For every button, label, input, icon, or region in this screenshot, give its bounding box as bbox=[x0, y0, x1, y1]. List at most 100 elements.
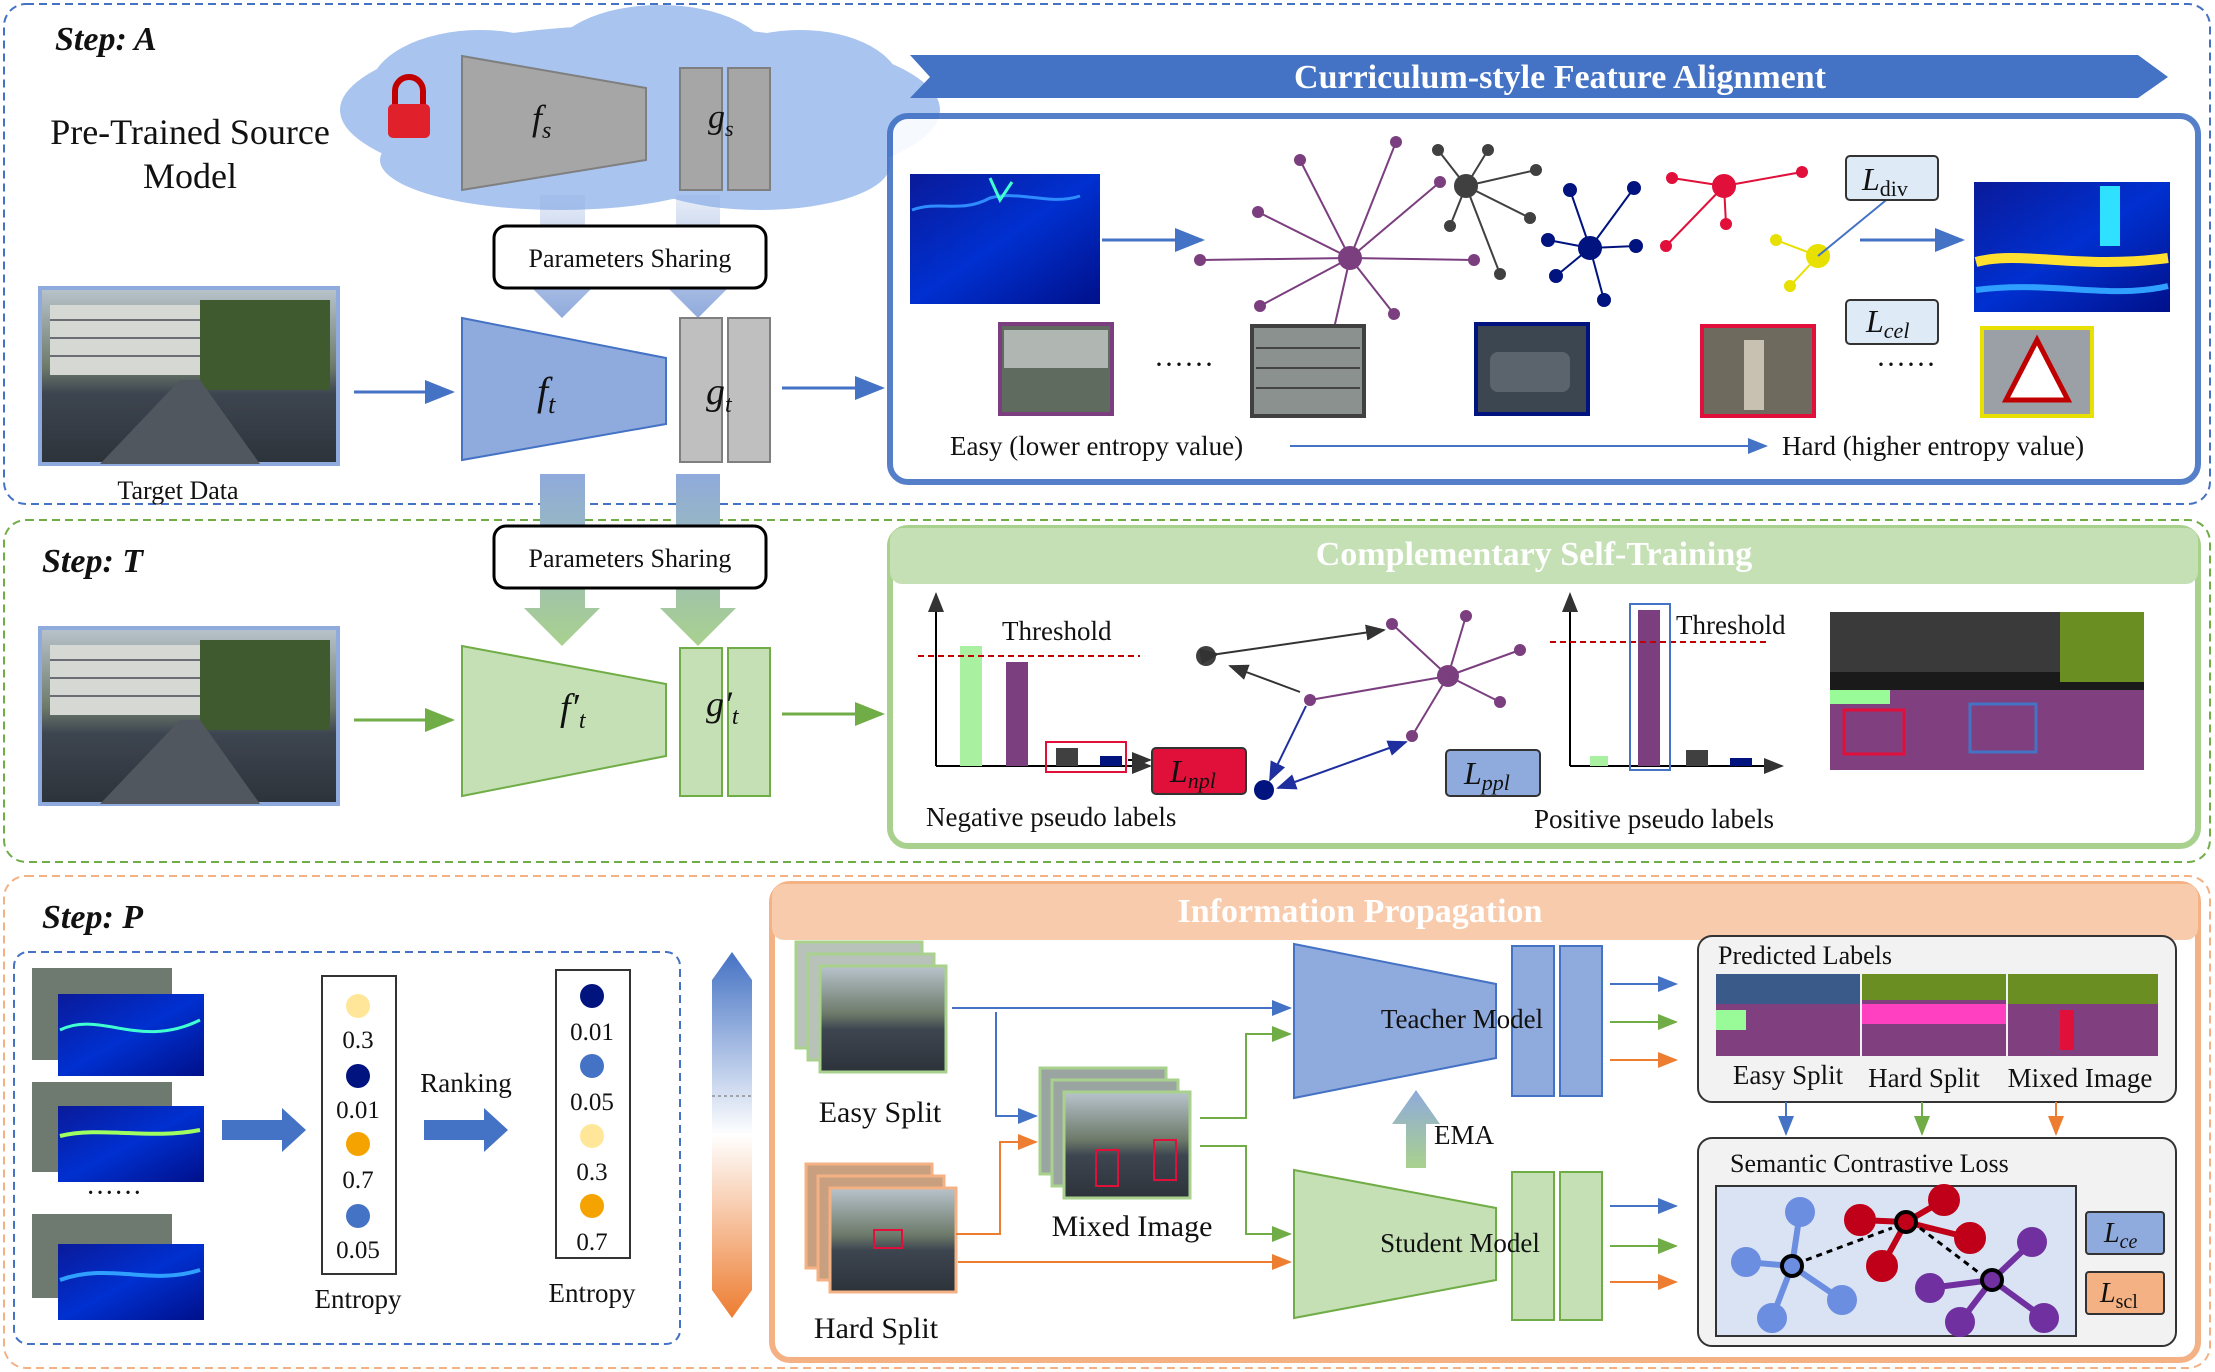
ip-banner bbox=[772, 884, 2198, 940]
target-encoder-ft bbox=[461, 316, 667, 462]
l-cel-label: Lcel bbox=[1865, 303, 1909, 343]
target-head-gt-prime-a bbox=[679, 647, 723, 797]
mixed-image-stack bbox=[1038, 1066, 1192, 1200]
threshold-label-pos: Threshold bbox=[1676, 610, 1786, 640]
dot-before-3 bbox=[346, 1132, 370, 1156]
l-ppl-label: Lppl bbox=[1463, 755, 1510, 795]
pred-mixed-label: Mixed Image bbox=[2008, 1063, 2153, 1093]
negative-histogram bbox=[918, 592, 1152, 774]
dot-after-4 bbox=[580, 1194, 604, 1218]
step-p-frame bbox=[3, 875, 2211, 1369]
ft-prime-label: f′t bbox=[560, 687, 587, 734]
student-label: Student Model bbox=[1380, 1228, 1540, 1258]
thumb-1 bbox=[998, 322, 1114, 416]
step-t-frame bbox=[3, 519, 2211, 863]
hard-split-label: Hard Split bbox=[814, 1312, 939, 1345]
easy-split-label: Easy Split bbox=[819, 1096, 942, 1129]
step-a-label: Step: A bbox=[55, 21, 157, 58]
target-data-label: Target Data bbox=[117, 476, 239, 505]
target-encoder-ft-prime bbox=[461, 644, 667, 798]
thumb-3 bbox=[1474, 322, 1590, 416]
student-head-b bbox=[1559, 1171, 1603, 1321]
teacher-label: Teacher Model bbox=[1381, 1004, 1543, 1034]
arrow-mixed-to-teacher bbox=[1200, 1026, 1292, 1119]
l-scl-label: Lscl bbox=[2099, 1278, 2138, 1313]
easy-split-stack bbox=[794, 940, 948, 1074]
entropy-list-before bbox=[321, 975, 397, 1275]
entropy-stack-3 bbox=[32, 1214, 204, 1320]
l-cel-box bbox=[1845, 299, 1939, 345]
gradient-bar bbox=[712, 952, 752, 1318]
val-after-4: 0.7 bbox=[576, 1229, 607, 1256]
val-after-2: 0.05 bbox=[570, 1089, 614, 1116]
entropy-stack-2 bbox=[32, 1082, 204, 1182]
source-head-gs-b bbox=[727, 67, 771, 191]
step-t-label: Step: T bbox=[42, 543, 144, 580]
arrow-ranking bbox=[424, 1108, 508, 1152]
positive-histogram bbox=[1550, 592, 1784, 774]
dot-after-1 bbox=[580, 984, 604, 1008]
params-sharing-box-a bbox=[492, 224, 768, 290]
thumb-5 bbox=[1980, 326, 2094, 418]
dot-before-4 bbox=[346, 1204, 370, 1228]
thumb-4 bbox=[1700, 324, 1816, 418]
entropy-label-after: Entropy bbox=[549, 1278, 636, 1308]
cst-banner bbox=[890, 528, 2198, 584]
threshold-label-neg: Threshold bbox=[1002, 616, 1112, 646]
dot-before-2 bbox=[346, 1064, 370, 1088]
easy-label: Easy (lower entropy value) bbox=[950, 431, 1243, 461]
entropy-label-before: Entropy bbox=[315, 1284, 402, 1314]
dots-p: ······ bbox=[86, 1178, 142, 1209]
val-before-3: 0.7 bbox=[342, 1167, 373, 1194]
entropy-map-hard bbox=[1974, 182, 2170, 312]
source-head-gs-a bbox=[679, 67, 723, 191]
student-head-a bbox=[1511, 1171, 1555, 1321]
student-encoder bbox=[1293, 1168, 1497, 1320]
pred-hard-label: Hard Split bbox=[1868, 1063, 1980, 1093]
ema-arrow bbox=[1392, 1090, 1440, 1168]
positive-label: Positive pseudo labels bbox=[1534, 804, 1774, 834]
predicted-labels-title: Predicted Labels bbox=[1718, 941, 1892, 970]
val-before-2: 0.01 bbox=[336, 1097, 380, 1124]
cfa-banner-title: Curriculum-style Feature Alignment bbox=[1294, 59, 1827, 96]
graph-navy bbox=[1541, 181, 1643, 307]
dot-after-3 bbox=[580, 1124, 604, 1148]
entropy-stack-1 bbox=[32, 968, 204, 1076]
ranking-label: Ranking bbox=[420, 1068, 512, 1098]
params-sharing-label-t: Parameters Sharing bbox=[529, 544, 732, 573]
gt-label: gt bbox=[706, 371, 733, 418]
l-npl-box bbox=[1151, 747, 1247, 795]
target-image-a bbox=[38, 286, 340, 466]
l-ppl-box bbox=[1445, 749, 1541, 797]
pred-hard-thumb bbox=[1862, 974, 2006, 1056]
dot-after-2 bbox=[580, 1054, 604, 1078]
cst-banner-title: Complementary Self-Training bbox=[1316, 536, 1753, 573]
graph-red bbox=[1660, 166, 1808, 252]
arrow-to-entropy bbox=[222, 1108, 306, 1152]
hard-label: Hard (higher entropy value) bbox=[1782, 431, 2084, 461]
pred-easy-label: Easy Split bbox=[1733, 1060, 1844, 1090]
semantic-loss-title: Semantic Contrastive Loss bbox=[1730, 1149, 2009, 1178]
val-before-1: 0.3 bbox=[342, 1027, 373, 1054]
teacher-encoder bbox=[1293, 942, 1497, 1100]
source-encoder-fs bbox=[461, 54, 647, 192]
dots-a1: ······ bbox=[1154, 348, 1214, 381]
step-p-label: Step: P bbox=[42, 899, 143, 936]
segmentation-map bbox=[1830, 612, 2144, 770]
mixed-image-label: Mixed Image bbox=[1052, 1210, 1213, 1243]
arrow-hard-to-mixed bbox=[956, 1134, 1038, 1235]
source-model-label-line2: Model bbox=[143, 156, 237, 196]
params-sharing-box-t bbox=[492, 524, 768, 590]
params-sharing-label-a: Parameters Sharing bbox=[529, 244, 732, 273]
pred-mixed-thumb bbox=[2008, 974, 2158, 1056]
dot-before-1 bbox=[346, 994, 370, 1018]
cfa-panel bbox=[887, 113, 2201, 485]
thumb-2 bbox=[1250, 324, 1366, 418]
gs-label: gs bbox=[708, 99, 734, 141]
contrastive-graph bbox=[1731, 1184, 2059, 1337]
source-model-label-line1: Pre-Trained Source bbox=[50, 112, 330, 152]
l-npl-label: Lnpl bbox=[1169, 753, 1216, 793]
teacher-head-b bbox=[1559, 945, 1603, 1097]
step-a-frame bbox=[3, 3, 2211, 505]
